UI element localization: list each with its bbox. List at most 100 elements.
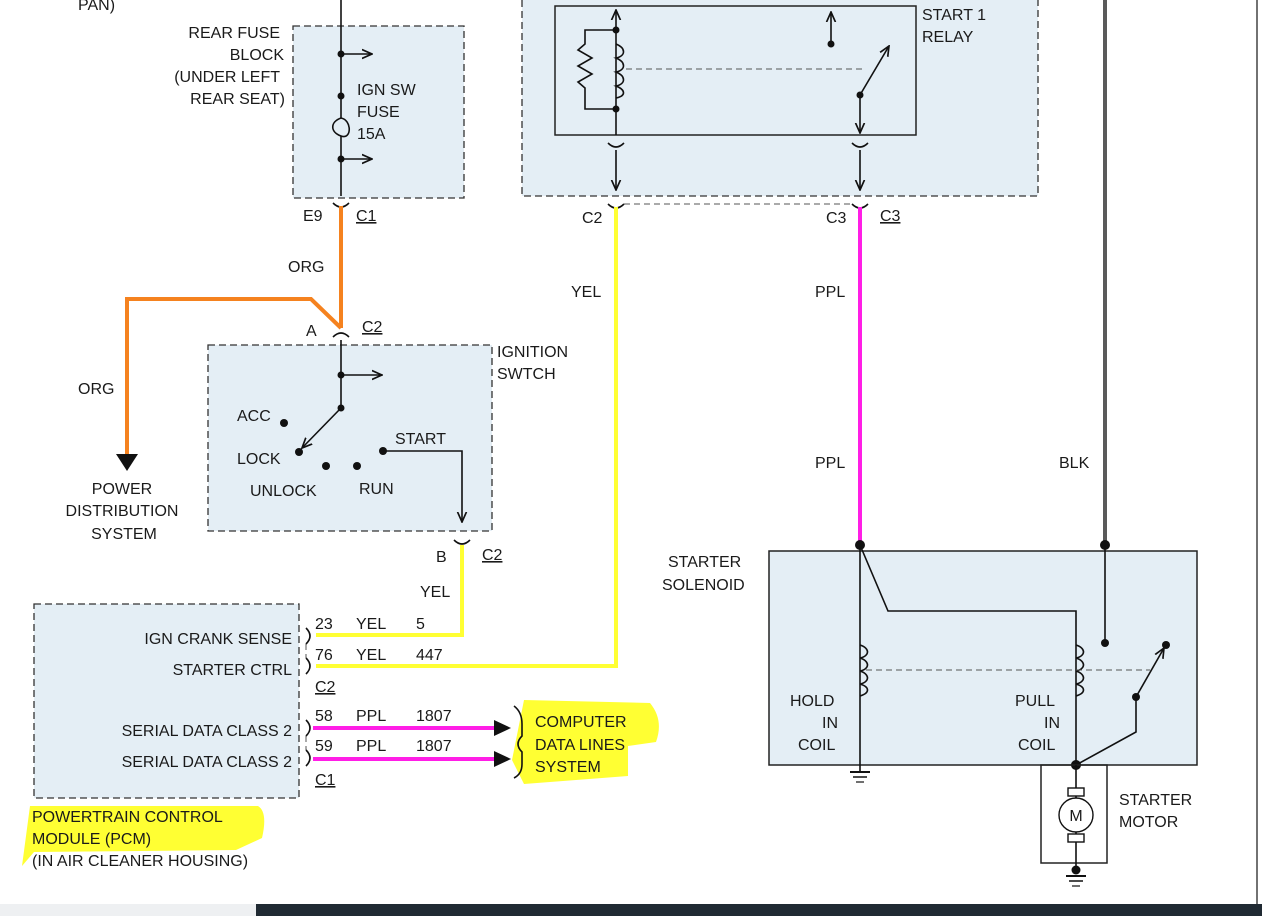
relay-contact-fixed bbox=[827, 40, 835, 48]
ign-label-2: SWTCH bbox=[497, 366, 556, 383]
fuse-pin-e9: E9 bbox=[303, 208, 323, 225]
solenoid-switch-out bbox=[1075, 697, 1137, 766]
relay-left-term bbox=[608, 142, 624, 190]
fuse-conn-c1: C1 bbox=[356, 208, 377, 225]
relay-conn-left: C2 bbox=[582, 210, 603, 227]
solenoid-label-2: SOLENOID bbox=[662, 577, 745, 594]
ign-connector-b bbox=[453, 539, 471, 545]
pcm-row-color-4: PPL bbox=[356, 738, 386, 755]
pcm-label-2: MODULE (PCM) bbox=[32, 831, 151, 848]
pcm-row-color-2: YEL bbox=[356, 647, 386, 664]
fuse-block-label-3: (UNDER LEFT bbox=[174, 69, 280, 86]
ign-pos-acc: ACC bbox=[237, 408, 271, 425]
solenoid-label-1: STARTER bbox=[668, 554, 741, 571]
motor-icon bbox=[1058, 797, 1094, 833]
computer-data-label-3: SYSTEM bbox=[535, 759, 601, 776]
ign-contact-lock bbox=[295, 448, 303, 456]
motor-symbol: M bbox=[1069, 808, 1082, 825]
power-dist-label-1: POWER bbox=[92, 481, 152, 498]
power-dist-arrow bbox=[116, 454, 138, 471]
relay-right-term bbox=[852, 142, 868, 190]
computer-data-label-1: COMPUTER bbox=[535, 714, 627, 731]
ign-connector-a bbox=[332, 332, 350, 338]
solenoid-switch-arm bbox=[1135, 648, 1164, 698]
ground-icon bbox=[850, 770, 870, 783]
relay-conn-right-a: C3 bbox=[826, 210, 847, 227]
pcm-row-pin-2: 76 bbox=[315, 647, 333, 664]
fuse-label-1: IGN SW bbox=[357, 82, 417, 99]
fuse-label-3: 15A bbox=[357, 126, 386, 143]
ign-contact-run bbox=[353, 462, 361, 470]
pcm-term-23 bbox=[305, 627, 311, 645]
ign-start-path bbox=[383, 450, 462, 522]
wire-label-yel-relay: YEL bbox=[571, 284, 601, 301]
relay-label-1: START 1 bbox=[922, 7, 986, 24]
wire-label-ppl-1: PPL bbox=[815, 284, 845, 301]
pcm-term-76 bbox=[305, 657, 311, 675]
relay-switch-arm bbox=[859, 46, 889, 96]
pcm-row-circuit-3: 1807 bbox=[416, 708, 452, 725]
pcm-row-circuit-2: 447 bbox=[416, 647, 443, 664]
data-arrow-2 bbox=[494, 751, 511, 767]
yel-wire-ignition bbox=[316, 545, 464, 637]
pcm-row-name-1: IGN CRANK SENSE bbox=[144, 631, 292, 648]
solenoid-contact-fixed bbox=[1101, 639, 1109, 647]
pcm-label-3: (IN AIR CLEANER HOUSING) bbox=[32, 853, 248, 870]
hold-label-3: COIL bbox=[798, 737, 835, 754]
power-dist-label-3: SYSTEM bbox=[91, 526, 157, 543]
fuse-node-2 bbox=[337, 92, 345, 100]
ign-label-1: IGNITION bbox=[497, 344, 568, 361]
wire-label-org-2: ORG bbox=[78, 381, 114, 398]
pcm-label-1: POWERTRAIN CONTROL bbox=[32, 809, 223, 826]
pcm-row-circuit-1: 5 bbox=[416, 616, 425, 633]
pull-label-2: IN bbox=[1044, 715, 1060, 732]
pcm-row-name-3: SERIAL DATA CLASS 2 bbox=[122, 723, 293, 740]
wire-label-org-1: ORG bbox=[288, 259, 324, 276]
relay-coil bbox=[613, 43, 625, 99]
power-dist-label-2: DISTRIBUTION bbox=[66, 503, 179, 520]
ign-switch-arm bbox=[302, 407, 342, 448]
pcm-term-58 bbox=[305, 719, 311, 737]
taskbar-left bbox=[0, 904, 256, 916]
fuse-block-label-2: BLOCK bbox=[230, 47, 285, 64]
ign-pos-run: RUN bbox=[359, 481, 394, 498]
solenoid-box bbox=[768, 550, 1198, 766]
ign-contact-unlock bbox=[322, 462, 330, 470]
motor-label-1: STARTER bbox=[1119, 792, 1192, 809]
title-fragment: PAN) bbox=[78, 0, 115, 14]
fuse-block-box bbox=[292, 25, 465, 199]
ign-contact-acc bbox=[280, 419, 288, 427]
ign-pos-unlock: UNLOCK bbox=[250, 483, 317, 500]
motor-ground-icon bbox=[1066, 875, 1086, 887]
ign-conn-top: C2 bbox=[362, 319, 383, 336]
ign-conn-bot: C2 bbox=[482, 547, 503, 564]
highlight-pcm-label bbox=[22, 806, 265, 866]
highlight-computer-data bbox=[512, 700, 659, 784]
wire-label-ppl-2: PPL bbox=[815, 455, 845, 472]
pcm-row-color-1: YEL bbox=[356, 616, 386, 633]
yel-wire-relay bbox=[316, 207, 618, 668]
pcm-row-pin-1: 23 bbox=[315, 616, 333, 633]
pcm-row-name-4: SERIAL DATA CLASS 2 bbox=[122, 754, 293, 771]
taskbar[interactable] bbox=[256, 904, 1262, 916]
pcm-term-59 bbox=[305, 749, 311, 767]
wire-label-yel-ign: YEL bbox=[420, 584, 450, 601]
pcm-row-pin-3: 58 bbox=[315, 708, 333, 725]
fuse-block-label-1: REAR FUSE bbox=[188, 25, 280, 42]
pcm-conn-c2: C2 bbox=[315, 679, 336, 696]
data-arrow-1 bbox=[494, 720, 511, 736]
motor-brush-top bbox=[1067, 787, 1085, 797]
relay-conn-right-b: C3 bbox=[880, 208, 901, 225]
computer-data-label-2: DATA LINES bbox=[535, 737, 625, 754]
pull-coil-path bbox=[859, 544, 1077, 765]
relay-label-2: RELAY bbox=[922, 29, 974, 46]
motor-label-2: MOTOR bbox=[1119, 814, 1178, 831]
hold-coil bbox=[859, 644, 869, 697]
fuse-label-2: FUSE bbox=[357, 104, 400, 121]
motor-brush-bottom bbox=[1067, 833, 1085, 843]
pcm-box bbox=[33, 603, 300, 799]
ign-pos-start: START bbox=[395, 431, 446, 448]
ign-pos-lock: LOCK bbox=[237, 451, 281, 468]
ign-pin-b: B bbox=[436, 549, 447, 566]
relay-resistor bbox=[576, 29, 616, 110]
